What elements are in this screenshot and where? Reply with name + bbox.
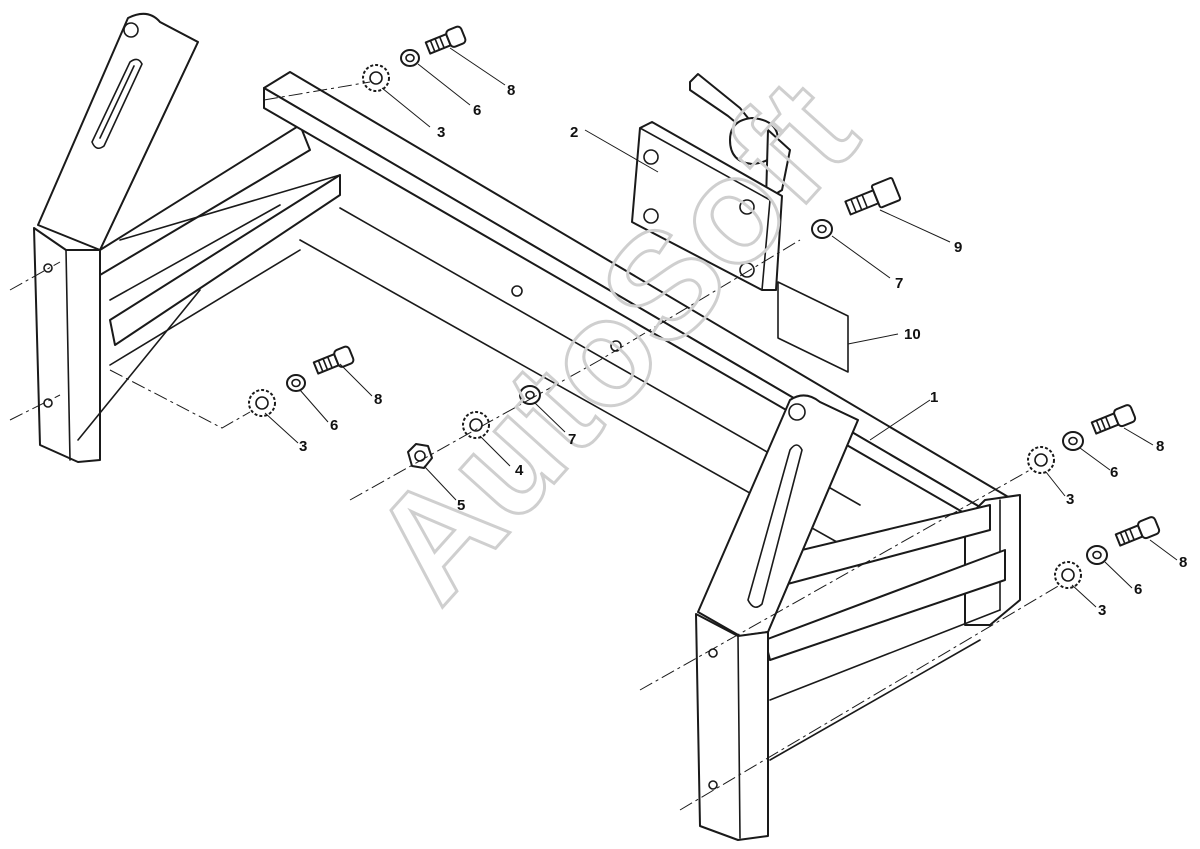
- washer-top: [400, 49, 420, 67]
- callout-8: 8: [1179, 554, 1187, 571]
- lock-washer-left: [248, 389, 276, 417]
- callout-7: 7: [895, 275, 903, 292]
- bolt-top: [424, 25, 467, 55]
- callout-6: 6: [1134, 581, 1142, 598]
- lock-washer-4: [462, 411, 490, 439]
- washer-7-mid: [519, 385, 541, 405]
- callout-labels: 8 6 3 2 9 7 10 1 8 6 3 7 4 5 8 6 3 8 6 3: [299, 82, 1187, 619]
- callout-3: 3: [299, 438, 307, 455]
- washer-7-top: [811, 219, 833, 239]
- lock-washer-right-b: [1054, 561, 1082, 589]
- nut-5: [407, 443, 433, 469]
- bolt-9: [844, 176, 902, 216]
- callout-7: 7: [568, 431, 576, 448]
- washer-left: [286, 374, 306, 392]
- callout-1: 1: [930, 389, 938, 406]
- callout-10: 10: [904, 326, 921, 343]
- leader-lines: [264, 47, 1178, 608]
- callout-5: 5: [457, 497, 465, 514]
- callout-4: 4: [515, 462, 524, 479]
- label-plate: [777, 281, 849, 373]
- callout-2: 2: [570, 124, 578, 141]
- washer-right-a: [1062, 431, 1084, 451]
- washer-right-b: [1086, 545, 1108, 565]
- lock-washer-right-a: [1027, 446, 1055, 474]
- callout-3: 3: [1066, 491, 1074, 508]
- callout-3: 3: [1098, 602, 1106, 619]
- callout-8: 8: [1156, 438, 1164, 455]
- bolt-left: [312, 345, 355, 375]
- bolt-right-a: [1090, 404, 1137, 435]
- lock-washer-top: [362, 64, 390, 92]
- right-bracket: [695, 394, 1021, 841]
- bolt-right-b: [1114, 516, 1161, 547]
- callout-6: 6: [330, 417, 338, 434]
- callout-9: 9: [954, 239, 962, 256]
- assembly-axes: [9, 81, 1061, 811]
- callout-6: 6: [1110, 464, 1118, 481]
- callout-8: 8: [507, 82, 515, 99]
- hitch-plate: [631, 73, 791, 291]
- callout-3: 3: [437, 124, 445, 141]
- callout-8: 8: [374, 391, 382, 408]
- callout-6: 6: [473, 102, 481, 119]
- left-bracket: [33, 12, 341, 463]
